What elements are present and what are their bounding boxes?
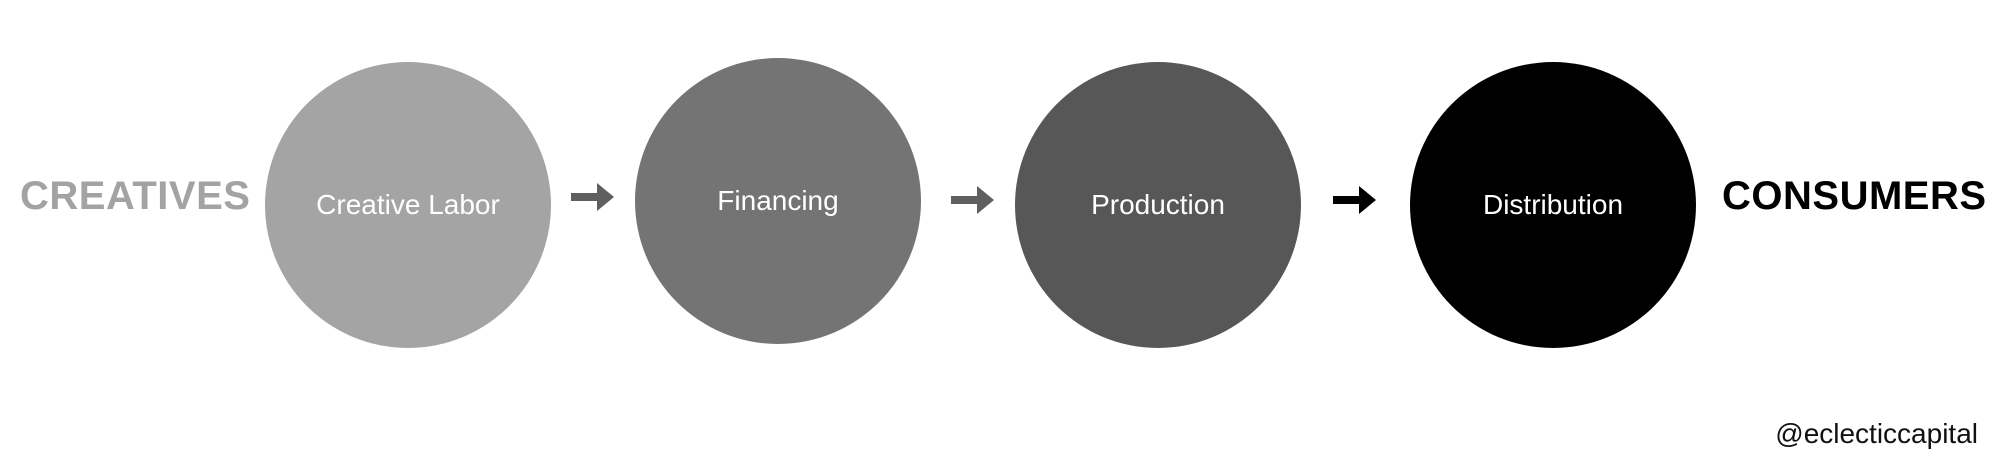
consumers-label: CONSUMERS (1722, 174, 1987, 218)
right-arrow-icon (571, 182, 615, 212)
stage-label-creative-labor: Creative Labor (316, 189, 500, 220)
stage-production: Production (1015, 62, 1301, 348)
attribution-handle: @eclecticcapital (1775, 418, 1978, 449)
right-arrow-icon (951, 185, 995, 215)
stage-label-distribution: Distribution (1482, 189, 1624, 220)
stage-financing: Financing (635, 58, 921, 344)
stage-label-production: Production (1091, 189, 1225, 220)
creatives-label: CREATIVES (20, 174, 251, 218)
stage-creative-labor: Creative Labor (265, 62, 551, 348)
stage-label-financing: Financing (717, 185, 839, 216)
stage-distribution: Distribution (1410, 62, 1696, 348)
right-arrow-icon (1333, 185, 1377, 215)
